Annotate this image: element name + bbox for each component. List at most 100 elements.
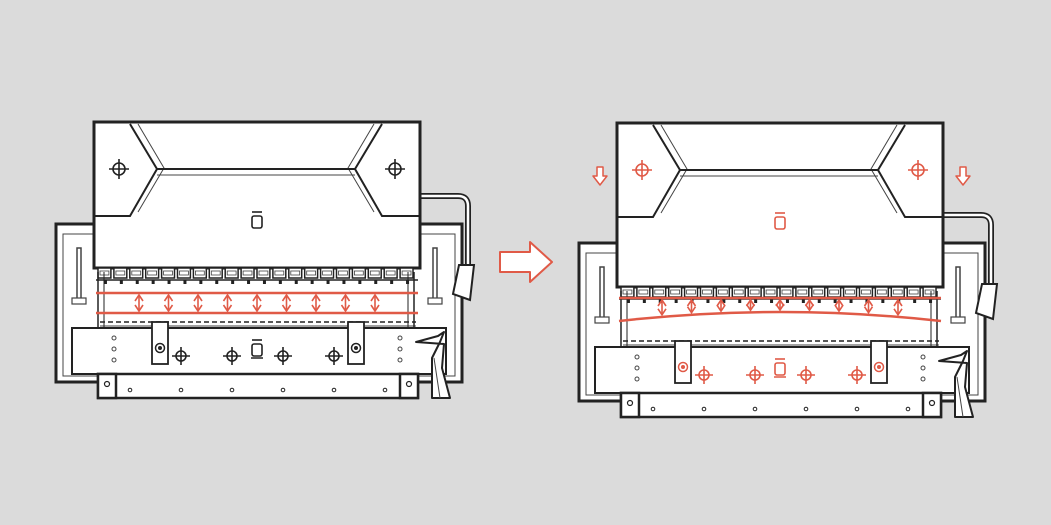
tool-clamp (303, 267, 319, 279)
load-arrow-right-icon (955, 166, 971, 186)
press-brake-before (54, 120, 476, 400)
ram-mount-left-icon (632, 160, 652, 180)
control-arm-detail (433, 357, 441, 399)
punch-tip (294, 280, 298, 284)
deflection-arrow (686, 298, 697, 315)
base-bolt (803, 406, 809, 412)
tool-clamp (715, 286, 731, 298)
punch-tip (358, 280, 362, 284)
bed-dots-left (111, 335, 117, 363)
control-arm (415, 331, 451, 399)
bed-dots-right (397, 335, 403, 363)
punch-tip (215, 280, 219, 284)
ram-slot-icon (774, 212, 786, 230)
bed-dots-left (634, 354, 640, 382)
bed-clamp-right (870, 340, 888, 384)
tool-clamp (922, 286, 937, 298)
tool-clamp (288, 267, 303, 279)
hydraulic-pipe-inner (941, 213, 993, 289)
punch-tip (167, 280, 171, 284)
tool-clamp (367, 267, 382, 279)
base-bolt (701, 406, 707, 412)
press-brake-after (577, 121, 999, 419)
punch-tip (342, 280, 346, 284)
base-bolt (382, 387, 388, 393)
punch-tip (183, 280, 187, 284)
control-arm (938, 350, 974, 418)
deflection-arrow (657, 298, 667, 317)
bed-mount-1-icon (695, 366, 713, 384)
tool-clamp (113, 267, 128, 279)
tool-clamp (667, 286, 683, 298)
punch-tip (785, 299, 789, 303)
tool-clamp (683, 286, 699, 298)
tool-clamp (129, 267, 144, 279)
tool-clamp (208, 267, 223, 279)
tool-clamp (176, 267, 192, 279)
punch-tip (754, 299, 758, 303)
lower-bed (71, 327, 447, 375)
punch-tip (849, 299, 853, 303)
punch-tip (247, 280, 251, 284)
tool-clamp (224, 267, 239, 279)
deflection-arrow (775, 298, 785, 312)
control-arm-detail (956, 376, 964, 418)
deflection-arrow (252, 293, 262, 313)
deflection-arrow (716, 298, 726, 313)
tool-clamp (144, 267, 160, 279)
hydraulic-pipe-inner (418, 194, 470, 270)
punch-tip (390, 280, 394, 284)
tool-clamp (399, 267, 414, 279)
bed-mount-4-icon (848, 366, 866, 384)
bed-dots-right (920, 354, 926, 382)
guide-rod-left (599, 266, 605, 320)
punch-tip (833, 299, 837, 303)
punch-tip (231, 280, 235, 284)
bed-clamp-left (674, 340, 692, 384)
punch-tip (722, 299, 726, 303)
punch-tip (119, 280, 123, 284)
guide-rod-base-right (950, 316, 966, 324)
punch-tip (817, 299, 821, 303)
base-bolt (650, 406, 656, 412)
bed-mount-2-icon (223, 347, 241, 365)
punch-tip (913, 299, 917, 303)
machine-base (619, 391, 943, 419)
pipe-bracket (451, 264, 476, 302)
base-bolt (854, 406, 860, 412)
punch-tip (151, 280, 155, 284)
guide-rod-base-left (71, 297, 87, 305)
deflection-arrow (863, 298, 874, 315)
deflection-arrow (804, 298, 815, 312)
punch-tip (881, 299, 885, 303)
tool-clamp (763, 286, 778, 298)
punch-tip (658, 299, 662, 303)
tool-clamp (779, 286, 794, 298)
punch-tip (626, 299, 630, 303)
base-bolt (229, 387, 235, 393)
tool-clamp (652, 286, 667, 298)
tool-clamp (890, 286, 905, 298)
ram-mount-right-icon (908, 160, 928, 180)
tool-clamp (335, 267, 351, 279)
foot-right-bolt (405, 380, 413, 388)
deflection-arrow (134, 293, 144, 313)
deflection-arrow (311, 293, 321, 313)
guide-rod-left (76, 247, 82, 301)
punch-tip (674, 299, 678, 303)
base-bolt (905, 406, 911, 412)
tool-clamp (842, 286, 858, 298)
ram-right-cheek (353, 123, 420, 217)
guide-rod-right (955, 266, 961, 320)
tool-clamp (811, 286, 826, 298)
punch-tip (326, 280, 330, 284)
tool-clamp (747, 286, 762, 298)
bed-mount-2-icon (746, 366, 764, 384)
tool-clamp (874, 286, 890, 298)
crown-curve (618, 310, 942, 323)
tool-clamp (383, 267, 398, 279)
foot-right-bolt (928, 399, 936, 407)
ram-mount-left-icon (109, 159, 129, 179)
machine-base (96, 372, 420, 400)
